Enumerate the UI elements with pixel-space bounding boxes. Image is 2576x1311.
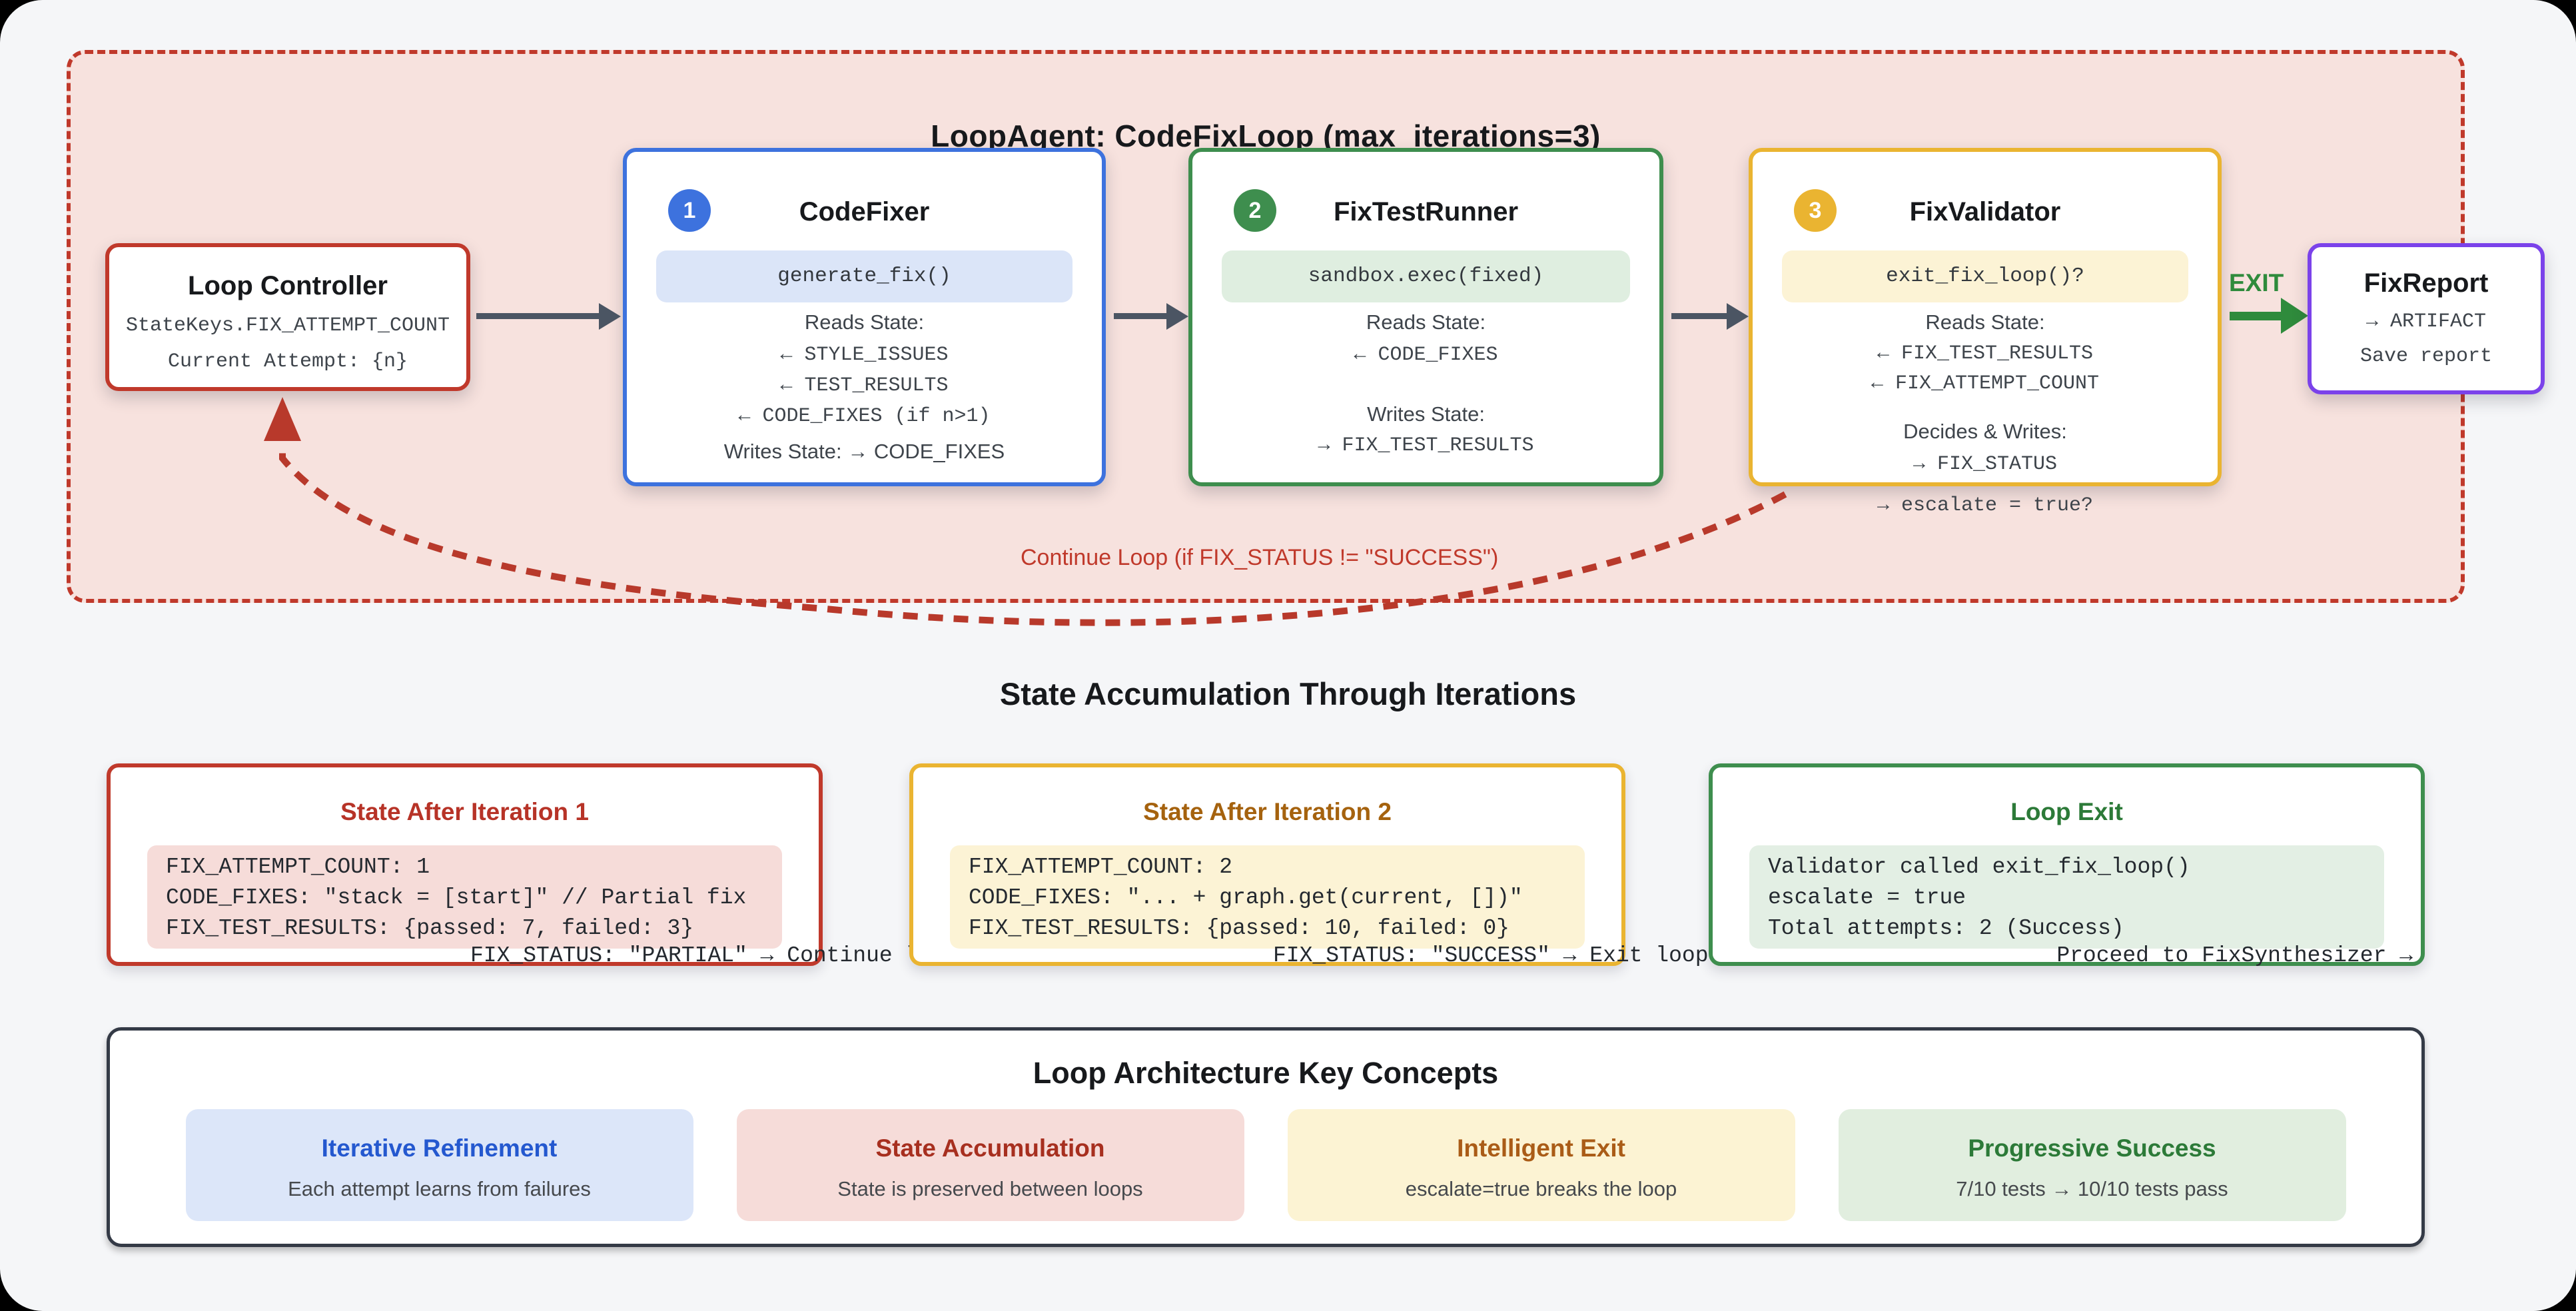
report-title: FixReport xyxy=(2363,268,2489,298)
code-line: CODE_FIXES: "... + graph.get(current, []… xyxy=(969,885,1523,910)
iteration-code-block: Validator called exit_fix_loop() escalat… xyxy=(1749,845,2384,949)
agent-method-pill: exit_fix_loop()? xyxy=(1782,250,2188,302)
controller-attempt: Current Attempt: {n} xyxy=(167,350,408,373)
report-artifact-line: → ARTIFACT xyxy=(2365,310,2487,333)
step-badge-3: 3 xyxy=(1794,189,1837,232)
code-line: escalate = true xyxy=(1768,885,1966,910)
agent-title: FixTestRunner xyxy=(1333,197,1519,226)
code-line: FIX_TEST_RESULTS: {passed: 7, failed: 3} xyxy=(166,916,694,941)
concept-desc: State is preserved between loops xyxy=(837,1177,1143,1200)
iteration-2-box: State After Iteration 2 FIX_ATTEMPT_COUN… xyxy=(909,763,1709,968)
loop-exit-box: Loop Exit Validator called exit_fix_loop… xyxy=(1709,763,2425,968)
code-line: FIX_TEST_RESULTS: {passed: 10, failed: 0… xyxy=(969,916,1509,941)
code-line: Total attempts: 2 (Success) xyxy=(1768,916,2124,941)
loop-title: LoopAgent: CodeFixLoop (max_iterations=3… xyxy=(931,119,1601,153)
state-key-line: ← FIX_TEST_RESULTS xyxy=(1877,342,2094,365)
controller-state-key: StateKeys.FIX_ATTEMPT_COUNT xyxy=(125,314,450,337)
concept-pill-row: Iterative Refinement Each attempt learns… xyxy=(110,1109,2421,1221)
continue-loop-label: Continue Loop (if FIX_STATUS != "SUCCESS… xyxy=(1021,545,1499,570)
writes-state-label: Writes State: xyxy=(1367,402,1485,426)
iteration-1-box: State After Iteration 1 FIX_ATTEMPT_COUN… xyxy=(107,763,959,968)
overflow-status-line: FIX_STATUS: "PARTIAL" → Continue loop xyxy=(470,943,959,968)
iteration-code-block: FIX_ATTEMPT_COUNT: 1 CODE_FIXES: "stack … xyxy=(147,845,782,949)
concept-title: Iterative Refinement xyxy=(321,1134,558,1162)
key-concepts-box: Loop Architecture Key Concepts Iterative… xyxy=(107,1027,2425,1247)
concept-pill-state-accumulation: State Accumulation State is preserved be… xyxy=(736,1109,1244,1221)
concept-pill-progressive-success: Progressive Success 7/10 tests → 10/10 t… xyxy=(1838,1109,2346,1221)
agent-card-fixtestrunner: 2 FixTestRunner sandbox.exec(fixed) Read… xyxy=(1188,148,1663,486)
reads-state-label: Reads State: xyxy=(1925,310,2045,334)
iteration-code-block: FIX_ATTEMPT_COUNT: 2 CODE_FIXES: "... + … xyxy=(950,845,1585,949)
exit-label: EXIT xyxy=(2229,269,2284,296)
controller-title: Loop Controller xyxy=(188,271,388,300)
writes-state-label: Writes State: → CODE_FIXES xyxy=(723,440,1005,463)
code-line: FIX_ATTEMPT_COUNT: 2 xyxy=(969,855,1233,879)
agent-card-codefixer: 1 CodeFixer generate_fix() Reads State: … xyxy=(623,148,1106,486)
code-line: FIX_ATTEMPT_COUNT: 1 xyxy=(166,855,430,879)
concept-desc: Each attempt learns from failures xyxy=(288,1177,591,1200)
agent-title: FixValidator xyxy=(1909,197,2061,226)
iteration-title: Loop Exit xyxy=(2010,798,2123,825)
step-badge-2: 2 xyxy=(1234,189,1276,232)
concept-desc: escalate=true breaks the loop xyxy=(1405,1177,1677,1200)
fixreport-box: FixReport → ARTIFACT Save report xyxy=(2308,243,2545,394)
step-badge-1: 1 xyxy=(668,189,711,232)
concept-pill-iterative-refinement: Iterative Refinement Each attempt learns… xyxy=(185,1109,693,1221)
state-key-line: → FIX_TEST_RESULTS xyxy=(1318,434,1534,457)
code-line: CODE_FIXES: "stack = [start]" // Partial… xyxy=(166,885,747,910)
code-line: Validator called exit_fix_loop() xyxy=(1768,855,2190,879)
loop-controller-box: Loop Controller StateKeys.FIX_ATTEMPT_CO… xyxy=(105,243,470,391)
agent-method-pill: sandbox.exec(fixed) xyxy=(1222,250,1630,302)
state-key-line: ← STYLE_ISSUES xyxy=(780,344,949,366)
agent-method-pill: generate_fix() xyxy=(656,250,1073,302)
reads-state-label: Reads State: xyxy=(804,310,925,334)
agent-card-fixvalidator: 3 FixValidator exit_fix_loop()? Reads St… xyxy=(1749,148,2222,517)
concept-desc: 7/10 tests → 10/10 tests pass xyxy=(1956,1177,2228,1200)
agent-title: CodeFixer xyxy=(799,197,930,226)
overflow-proceed-line: Proceed to FixSynthesizer → xyxy=(2056,943,2413,968)
state-key-line: ← CODE_FIXES (if n>1) xyxy=(738,405,991,428)
state-key-line: ← CODE_FIXES xyxy=(1354,344,1498,366)
state-key-line: → FIX_STATUS xyxy=(1913,453,2058,476)
concept-pill-intelligent-exit: Intelligent Exit escalate=true breaks th… xyxy=(1287,1109,1795,1221)
concept-title: State Accumulation xyxy=(875,1134,1105,1162)
report-save-line: Save report xyxy=(2360,345,2493,368)
concept-title: Progressive Success xyxy=(1968,1134,2216,1162)
iteration-title: State After Iteration 1 xyxy=(340,798,589,825)
decides-writes-label: Decides & Writes: xyxy=(1903,420,2067,443)
state-key-line: ← FIX_ATTEMPT_COUNT xyxy=(1871,372,2100,395)
state-section-heading: State Accumulation Through Iterations xyxy=(999,676,1577,711)
state-key-line: ← TEST_RESULTS xyxy=(780,374,949,397)
iteration-title: State After Iteration 2 xyxy=(1143,798,1392,825)
reads-state-label: Reads State: xyxy=(1366,310,1486,334)
escalate-overflow-line: → escalate = true? xyxy=(1877,494,2094,517)
key-concepts-title: Loop Architecture Key Concepts xyxy=(1033,1056,1499,1090)
concept-title: Intelligent Exit xyxy=(1457,1134,1625,1162)
overflow-status-line: FIX_STATUS: "SUCCESS" → Exit loop xyxy=(1273,943,1709,968)
